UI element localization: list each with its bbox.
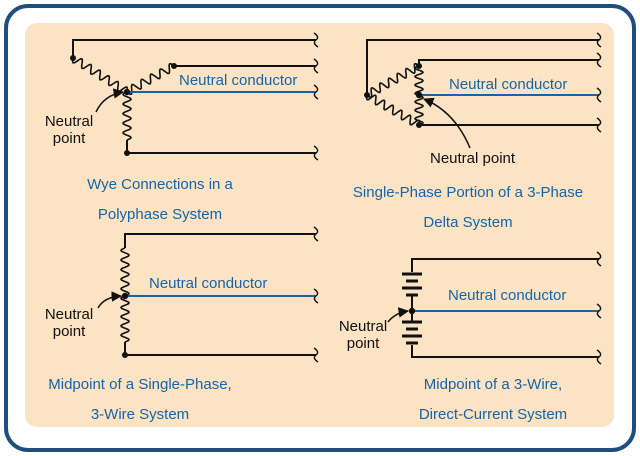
sp-neutral-label: Neutral conductor (149, 275, 268, 292)
break-mark-6 (596, 87, 602, 103)
break-mark-3 (313, 145, 319, 161)
break-mark-0 (313, 32, 319, 48)
dc-neutral-label: Neutral conductor (448, 287, 567, 304)
dc-neutral-node (408, 307, 416, 315)
delta-coil-bottom (365, 94, 421, 126)
break-mark-1 (313, 58, 319, 74)
sp-point-label: Neutral point (40, 306, 98, 340)
sp-point-label-line2: point (52, 323, 86, 340)
wye-node-bottom (124, 150, 130, 156)
dc-point-label-line1: Neutral (338, 318, 388, 335)
dc-arrow (387, 307, 410, 323)
break-mark-7 (596, 117, 602, 133)
break-mark-12 (596, 303, 602, 319)
delta-node-top (416, 63, 422, 69)
break-mark-9 (313, 288, 319, 304)
sp-point-label-line1: Neutral (44, 306, 94, 323)
delta-node-bottom (416, 122, 422, 128)
wye-caption-line2: Polyphase System (97, 206, 223, 223)
wye-diagram (70, 39, 316, 156)
wye-point-label-line1: Neutral (44, 113, 94, 130)
sp-coil-bottom (120, 295, 130, 343)
dc-point-label: Neutral point (334, 318, 392, 352)
break-mark-11 (596, 251, 602, 267)
break-mark-5 (596, 52, 602, 68)
wye-coil-left (71, 57, 129, 93)
delta-neutral-label: Neutral conductor (449, 76, 568, 93)
delta-node-left (364, 92, 370, 98)
delta-top-line (366, 39, 599, 95)
break-mark-8 (313, 226, 319, 242)
sp-caption-line1: Midpoint of a Single-Phase, (48, 376, 232, 393)
sp-arrow (97, 291, 123, 309)
delta-caption-line2: Delta System (423, 214, 513, 231)
dc-point-label-line2: point (346, 335, 380, 352)
wye-neutral-label: Neutral conductor (179, 72, 298, 89)
dc-bottom-line (411, 345, 599, 358)
dc-caption: Midpoint of a 3-Wire, Direct-Current Sys… (393, 370, 593, 430)
break-mark-2 (313, 84, 319, 100)
sp-coil-top (120, 247, 130, 297)
dc-diagram (387, 258, 599, 358)
single-phase-diagram (97, 233, 316, 358)
delta-diagram (364, 39, 599, 149)
wye-neutral-node (123, 88, 131, 96)
wye-top-line-a (72, 39, 316, 58)
wye-caption: Wye Connections in a Polyphase System (55, 170, 265, 230)
break-mark-13 (596, 349, 602, 365)
delta-arrow (423, 97, 471, 149)
sp-neutral-node (121, 292, 129, 300)
wye-coil-down (122, 91, 132, 141)
battery-bottom-icon (402, 311, 422, 345)
wye-coil-right (126, 63, 175, 95)
dc-top-line (411, 258, 599, 272)
break-mark-4 (596, 32, 602, 48)
wye-caption-line1: Wye Connections in a (87, 176, 233, 193)
delta-caption: Single-Phase Portion of a 3-Phase Delta … (333, 178, 603, 238)
delta-caption-line1: Single-Phase Portion of a 3-Phase (352, 184, 584, 201)
dc-caption-line2: Direct-Current System (418, 406, 568, 423)
battery-top-icon (402, 272, 422, 311)
wye-point-label: Neutral point (40, 113, 98, 147)
delta-neutral-node (415, 91, 423, 99)
line-break-marks (313, 32, 602, 365)
wye-node-right (171, 63, 177, 69)
delta-coil-left (366, 62, 420, 99)
delta-point-label: Neutral point (430, 150, 516, 167)
break-mark-10 (313, 347, 319, 363)
wye-point-label-line2: point (52, 130, 86, 147)
wye-arrow (95, 88, 125, 113)
dc-caption-line1: Midpoint of a 3-Wire, (423, 376, 563, 393)
sp-node-bottom (122, 352, 128, 358)
wye-node-left (70, 55, 76, 61)
sp-caption-line2: 3-Wire System (90, 406, 190, 423)
sp-top-line (124, 233, 316, 248)
sp-caption: Midpoint of a Single-Phase, 3-Wire Syste… (40, 370, 240, 430)
